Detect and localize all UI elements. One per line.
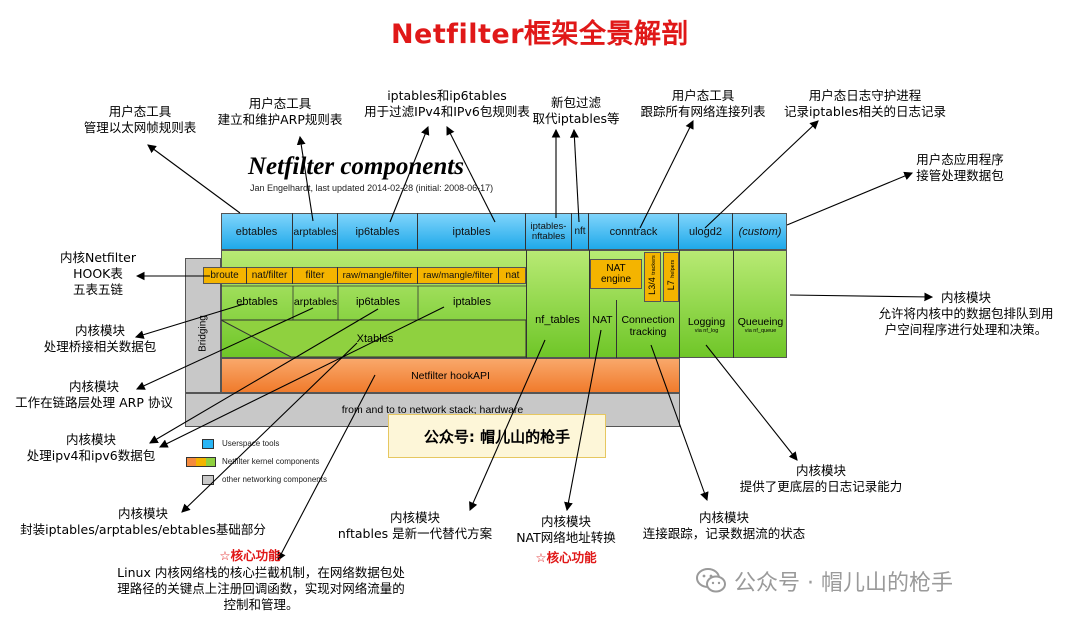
page-title: Netfilter框架全景解剖 [390,19,690,50]
nat-engine-box: NAT engine [590,259,642,289]
annotation-iptables-tool: iptables和ip6tables 用于过滤IPv4和IPv6包规则表 [364,88,530,119]
annotation-ebtables-module: 内核模块 处理桥接相关数据包 [43,323,157,354]
legend-swatch-kernel-hook [187,458,197,466]
annotation-nft-tool: 新包过滤 取代iptables等 [532,95,620,126]
kernel-divider-5 [733,250,734,358]
tool-nft: nft [572,213,589,250]
userspace-row [221,213,787,250]
network-stack-label: from and to to network stack; hardware [341,404,524,416]
queueing-sublabel: via nf_queue [744,328,777,334]
legend-swatch-other [202,475,214,485]
hookapi-bar: Netfilter hookAPI [221,358,680,393]
annotation-hookapi-star: ☆核心功能 [219,548,281,563]
annotation-custom-tool: 用户态应用程序 接管处理数据包 [916,152,1004,183]
wechat-badge: 公众号: 帽儿山的枪手 [388,414,606,458]
table-nat: nat [505,270,520,281]
annotation-xtables-module: 内核模块 封装iptables/arptables/ebtables基础部分 [20,506,266,537]
legend-other: other networking components [222,475,327,484]
module-iptables: iptables [453,296,491,308]
legend-userspace: Userspace tools [222,439,280,448]
tool-ulogd2: ulogd2 [679,213,733,250]
nf-tables-label: nf_tables [535,314,580,326]
tool-conntrack: conntrack [589,213,679,250]
legend-swatch-kernel-table [196,458,206,466]
annotation-nftables-module: 内核模块 nftables 是新一代替代方案 [337,510,493,541]
annotation-ebtables-tool: 用户态工具 管理以太网帧规则表 [83,104,197,135]
legend-swatch-userspace [202,439,214,449]
watermark: 公众号 · 帽儿山的枪手 [696,565,953,597]
annotation-queueing-module: 内核模块 允许将内核中的数据包排队到用 户空间程序进行处理和决策。 [878,290,1054,337]
annotation-conntrack-module: 内核模块 连接跟踪，记录数据流的状态 [642,510,806,541]
l34-trackers-box [644,252,661,302]
table-raw-mangle-filter-4: raw/mangle/filter [418,267,499,284]
legend-swatch-kernel-core [205,458,215,466]
logging-sublabel: via nf_log [694,328,719,334]
kernel-divider-1 [526,250,527,358]
tool-ip6tables: ip6tables [338,213,418,250]
tool-iptables: iptables [418,213,526,250]
tool-ebtables: ebtables [221,213,293,250]
l7-helpers-box [663,252,679,302]
legend-swatch-kernel [186,457,216,467]
annotation-arptables-tool: 用户态工具 建立和维护ARP规则表 [217,96,343,127]
xtables-shape [221,285,527,358]
table-nat-filter: nat/filter [247,267,293,284]
annotation-conntrack-tool: 用户态工具 跟踪所有网络连接列表 [640,88,766,119]
annotation-hook-tables: 内核Netfilter HOOK表 五表五链 [59,250,137,297]
table-raw-mangle-filter-6: raw/mangle/filter [338,267,418,284]
wechat-icon [696,568,726,593]
annotation-arptables-module: 内核模块 工作在链路层处理 ARP 协议 [15,379,173,410]
nat-label: NAT [592,314,613,326]
tool-iptables-nftables: iptables- nftables [526,213,572,250]
hookapi-label: Netfilter hookAPI [411,369,490,382]
diagram-byline: Jan Engelhardt, last updated 2014-02-28 … [250,183,494,193]
module-ebtables: ebtables [236,296,278,308]
queueing-label: Queueing [737,316,784,328]
annotation-logging-module: 内核模块 提供了更底层的日志记录能力 [739,463,903,494]
annotation-ulogd2-tool: 用户态日志守护进程 记录iptables相关的日志记录 [783,88,947,119]
logging-label: Logging [687,316,726,328]
diagram-heading: Netfilter components [248,153,464,180]
table-broute: broute [203,267,247,284]
tool-custom: (custom) [738,225,782,238]
kernel-divider-4 [679,250,680,358]
kernel-divider-2 [589,250,590,358]
table-filter: filter [293,267,338,284]
annotation-nat-star: ☆核心功能 [535,550,597,565]
watermark-text: 公众号 · 帽儿山的枪手 [734,571,953,596]
annotation-hookapi: Linux 内核网络栈的核心拦截机制，在网络数据包处 理路径的关键点上注册回调函… [117,565,405,612]
module-arptables: arptables [293,296,338,308]
tool-arptables: arptables [293,213,338,250]
kernel-divider-3 [616,300,617,358]
nat-engine-label: NAT engine [600,263,632,285]
legend-kernel: Netfilter kernel components [222,457,320,466]
module-ip6tables: ip6tables [355,296,401,308]
conntrack-label: Connection tracking [621,314,675,338]
annotation-iptables-module: 内核模块 处理ipv4和ipv6数据包 [26,432,156,463]
annotation-nat-module: 内核模块 NAT网络地址转换 [516,514,616,545]
wechat-badge-label: 公众号: 帽儿山的枪手 [423,427,571,446]
